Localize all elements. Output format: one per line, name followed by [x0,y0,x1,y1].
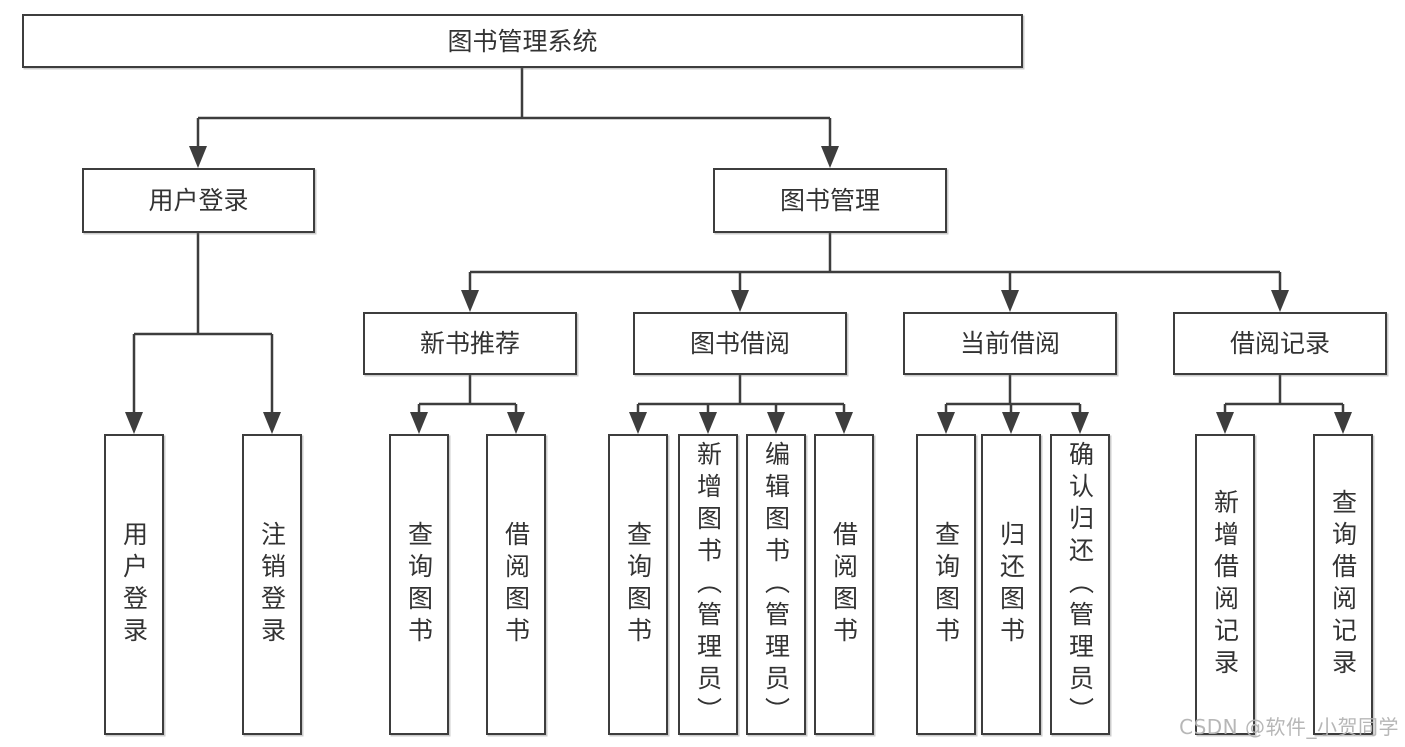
node-leaf-logout: 注销登录 [242,434,302,735]
node-leaf-current-confirm-return-admin: 确认归还（管理员） [1050,434,1110,735]
node-label: 编辑图书（管理员） [761,440,791,729]
node-leaf-borrowing-edit-book-admin: 编辑图书（管理员） [746,434,806,735]
node-book-management: 图书管理 [713,168,947,233]
node-current-borrowing: 当前借阅 [903,312,1117,375]
node-book-borrowing: 图书借阅 [633,312,847,375]
node-leaf-recommend-query-books: 查询图书 [389,434,449,735]
node-label: 查询图书 [623,520,653,649]
node-label: 当前借阅 [959,329,1060,358]
node-leaf-borrowing-borrow-books: 借阅图书 [814,434,874,735]
node-label: 用户登录 [119,520,149,649]
node-label: 注销登录 [257,520,287,649]
node-label: 确认归还（管理员） [1065,440,1095,729]
node-label: 查询图书 [931,520,961,649]
node-label: 用户登录 [148,186,249,215]
node-label: 新增借阅记录 [1210,488,1240,681]
node-borrowing-records: 借阅记录 [1173,312,1387,375]
node-label: 图书管理系统 [447,26,598,56]
node-leaf-current-query-books: 查询图书 [916,434,976,735]
node-label: 新增图书（管理员） [693,440,723,729]
node-label: 查询图书 [404,520,434,649]
node-leaf-recommend-borrow-books: 借阅图书 [486,434,546,735]
node-label: 查询借阅记录 [1328,488,1358,681]
node-leaf-records-add-record: 新增借阅记录 [1195,434,1255,735]
watermark: CSDN @软件_小贺同学 [1179,715,1399,739]
node-label: 借阅记录 [1229,329,1330,358]
node-label: 图书管理 [779,186,880,215]
node-leaf-borrowing-add-book-admin: 新增图书（管理员） [678,434,738,735]
node-leaf-current-return-books: 归还图书 [981,434,1041,735]
node-label: 新书推荐 [419,329,520,358]
node-label: 归还图书 [996,520,1026,649]
node-label: 借阅图书 [501,520,531,649]
node-label: 借阅图书 [829,520,859,649]
node-leaf-records-query-record: 查询借阅记录 [1313,434,1373,735]
node-leaf-borrowing-query-books: 查询图书 [608,434,668,735]
node-user-login: 用户登录 [82,168,315,233]
node-label: 图书借阅 [689,329,790,358]
node-leaf-user-login: 用户登录 [104,434,164,735]
node-root-system: 图书管理系统 [22,14,1023,68]
node-new-book-recommend: 新书推荐 [363,312,577,375]
